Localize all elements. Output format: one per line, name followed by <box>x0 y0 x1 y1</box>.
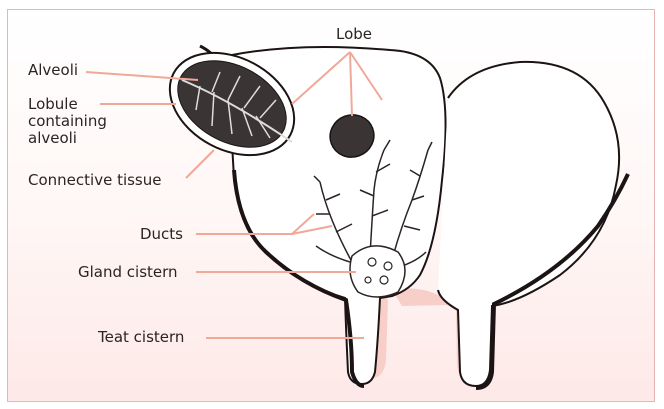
label-gland-cistern: Gland cistern <box>78 264 178 280</box>
right-quarter-outline <box>438 62 619 386</box>
label-connective-tissue: Connective tissue <box>28 172 161 188</box>
label-teat-cistern: Teat cistern <box>98 329 184 345</box>
label-alveoli: Alveoli <box>28 62 78 78</box>
label-lobule-line1: Lobule <box>28 96 78 112</box>
label-lobule-line3: alveoli <box>28 130 77 146</box>
leader-connective <box>186 150 214 178</box>
gland-cistern <box>350 246 405 297</box>
label-lobule-line2: containing <box>28 113 107 129</box>
label-lobe: Lobe <box>336 26 372 42</box>
label-ducts: Ducts <box>140 226 183 242</box>
